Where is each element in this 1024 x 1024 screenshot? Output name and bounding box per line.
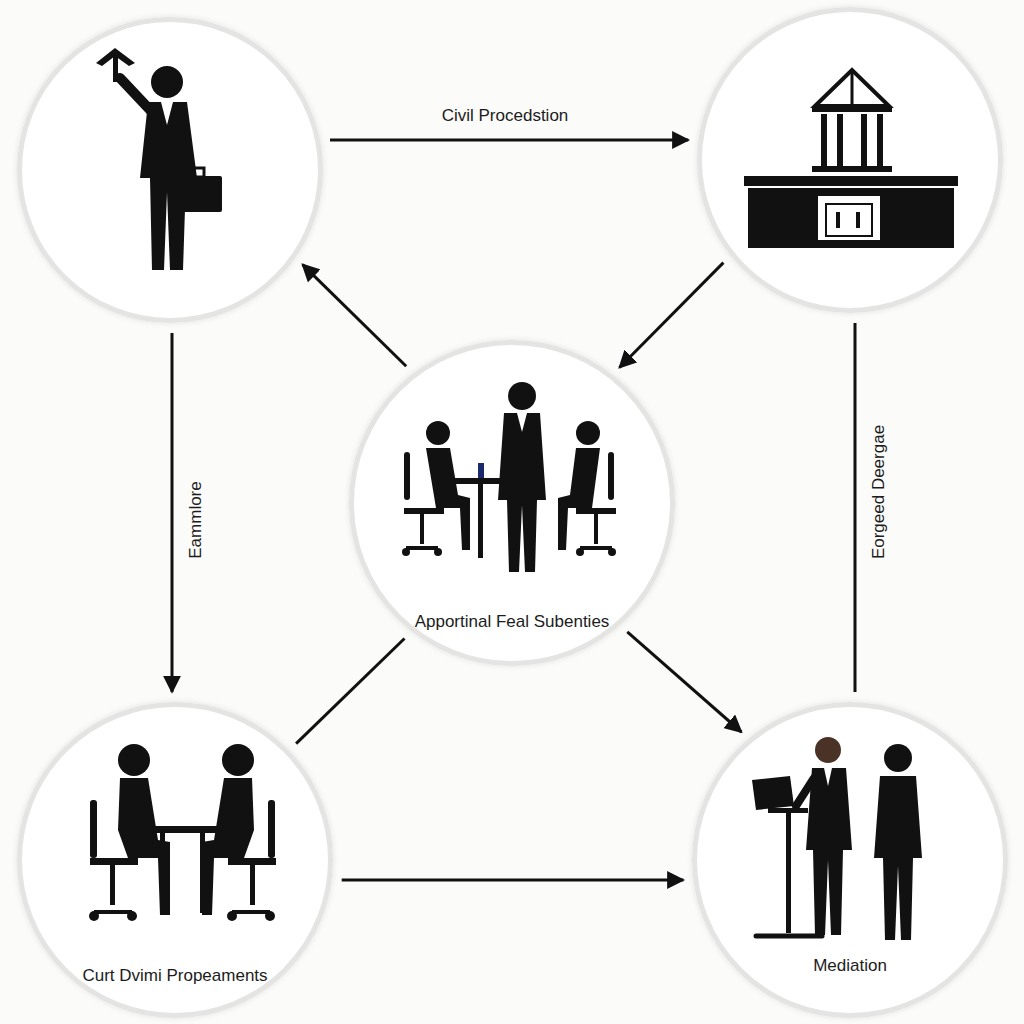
node-label: Mediation [813,955,887,977]
presenter-icon [752,737,922,940]
edge-label: Eammlore [185,477,207,562]
edge-label: Civil Procedstion [438,105,573,127]
node-label: Curt Dvimi Propeaments [82,965,267,987]
connector-arrow [342,879,684,882]
connector-arrow [854,323,857,692]
circle-node: Apportinal Feal Subenties [349,340,675,666]
edge-label: Eorgeed Deergae [868,421,890,563]
node-label: Apportinal Feal Subenties [415,611,610,633]
businessman-icon [96,48,222,270]
circle-node [17,17,323,323]
courthouse-icon [744,70,958,248]
connector-arrow [620,263,724,368]
connector-arrow [296,639,404,744]
meeting-icon [402,382,616,572]
circle-node: Curt Dvimi Propeaments [17,702,333,1018]
circle-node: Mediation [692,702,1008,1018]
negotiation-icon [89,744,276,921]
circle-node [697,7,1003,313]
connector-arrow [303,265,407,367]
connector-arrow [171,333,174,692]
circle-fills [17,7,1008,1018]
connector-arrow [330,139,688,142]
connector-arrow [627,632,741,732]
